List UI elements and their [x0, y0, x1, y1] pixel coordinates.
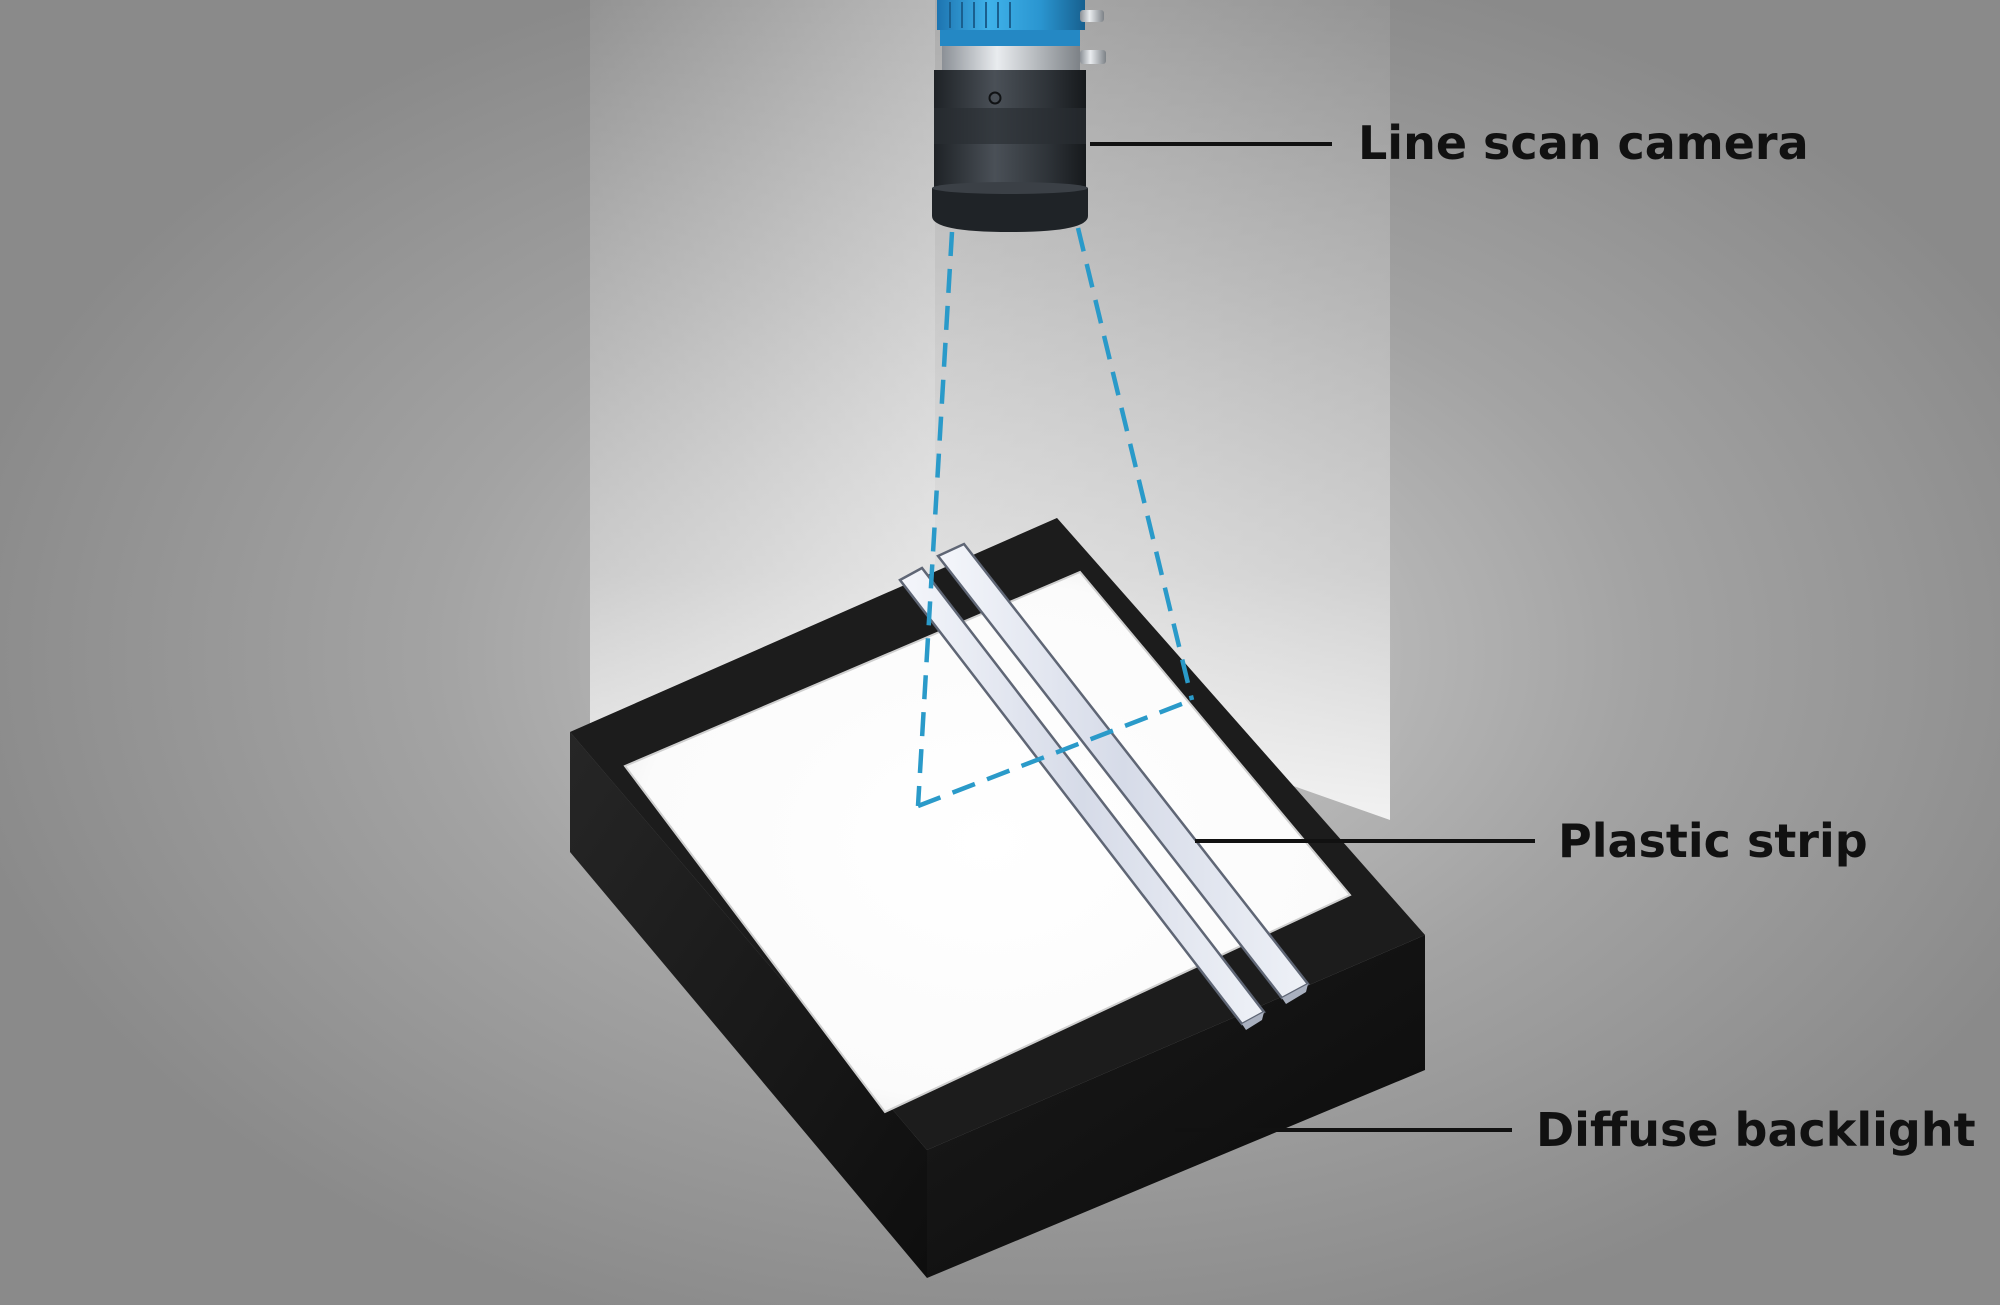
- scan-line-right: [1075, 227, 1195, 701]
- camera-indicator: [988, 91, 1002, 105]
- label-line-scan-camera: Line scan camera: [1358, 116, 1809, 170]
- plastic-strip-icon: [898, 542, 1310, 1030]
- light-column-glow: [590, 0, 1390, 820]
- line-scan-camera-icon: [932, 0, 1106, 232]
- scan-field-lines: [915, 227, 1195, 809]
- backlight-side-left: [570, 732, 927, 1278]
- scan-line-left: [915, 231, 955, 807]
- leader-lines: [1090, 142, 1535, 1132]
- label-diffuse-backlight: Diffuse backlight: [1536, 1103, 1976, 1157]
- camera-front-rim: [932, 182, 1088, 194]
- camera-silver-ring: [942, 46, 1080, 70]
- backlight-surface-edge: [623, 570, 1352, 1114]
- scan-line-base: [917, 697, 1193, 809]
- plastic-strip-left-edge: [1242, 1012, 1264, 1030]
- camera-set-screw: [1080, 50, 1106, 64]
- backlight-side-right: [927, 935, 1425, 1278]
- label-plastic-strip: Plastic strip: [1558, 814, 1868, 868]
- plastic-strip-right-edge: [1282, 984, 1308, 1004]
- camera-grip-band: [934, 108, 1086, 144]
- camera-knurl: [949, 2, 1011, 28]
- camera-front-lens: [932, 188, 1088, 232]
- camera-set-screw-top: [1080, 10, 1104, 22]
- camera-blue-collar: [940, 30, 1080, 46]
